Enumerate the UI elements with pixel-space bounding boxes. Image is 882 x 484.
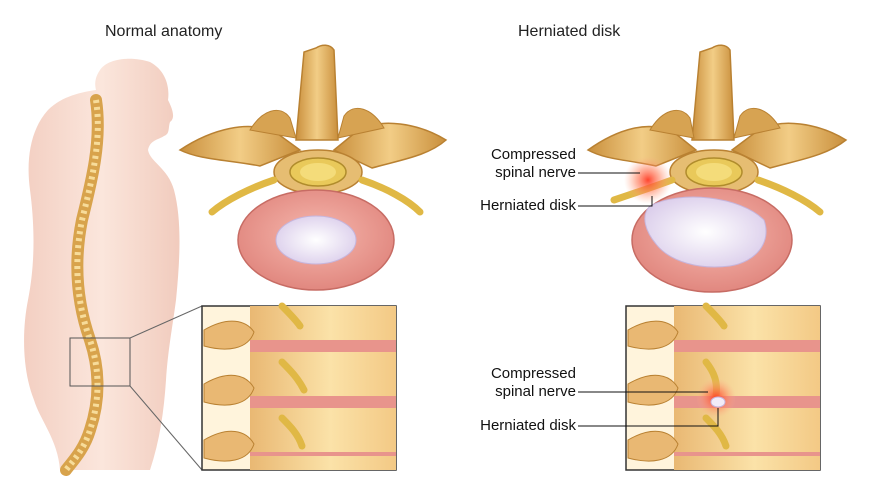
label-herniated-disk-top: Herniated disk	[480, 197, 576, 214]
zoom-line-bottom	[129, 385, 203, 471]
title-herniated-disk: Herniated disk	[518, 23, 621, 40]
normal-side-view	[201, 302, 397, 471]
label-herniated-disk-bottom: Herniated disk	[480, 417, 576, 434]
label-line-2: spinal nerve	[495, 383, 576, 400]
normal-vertebra-top-view	[178, 44, 448, 291]
human-figure	[24, 58, 180, 476]
label-compressed-nerve-bottom: Compressed spinal nerve	[491, 365, 576, 401]
zoom-line-top	[129, 305, 203, 339]
label-line-2: spinal nerve	[495, 164, 576, 181]
label-line-1: Compressed	[490, 365, 576, 382]
herniated-side-view	[625, 302, 821, 471]
label-compressed-nerve-top: Compressed spinal nerve	[491, 146, 576, 182]
body-silhouette	[24, 58, 180, 470]
herniated-vertebra-top-view	[586, 44, 848, 293]
label-line-1: Compressed	[490, 146, 576, 163]
spine-column	[60, 94, 104, 476]
callout-lines	[578, 172, 719, 427]
inflammation-glow-top	[624, 156, 672, 204]
title-normal-anatomy: Normal anatomy	[105, 23, 223, 40]
zoom-region-box	[69, 337, 131, 387]
